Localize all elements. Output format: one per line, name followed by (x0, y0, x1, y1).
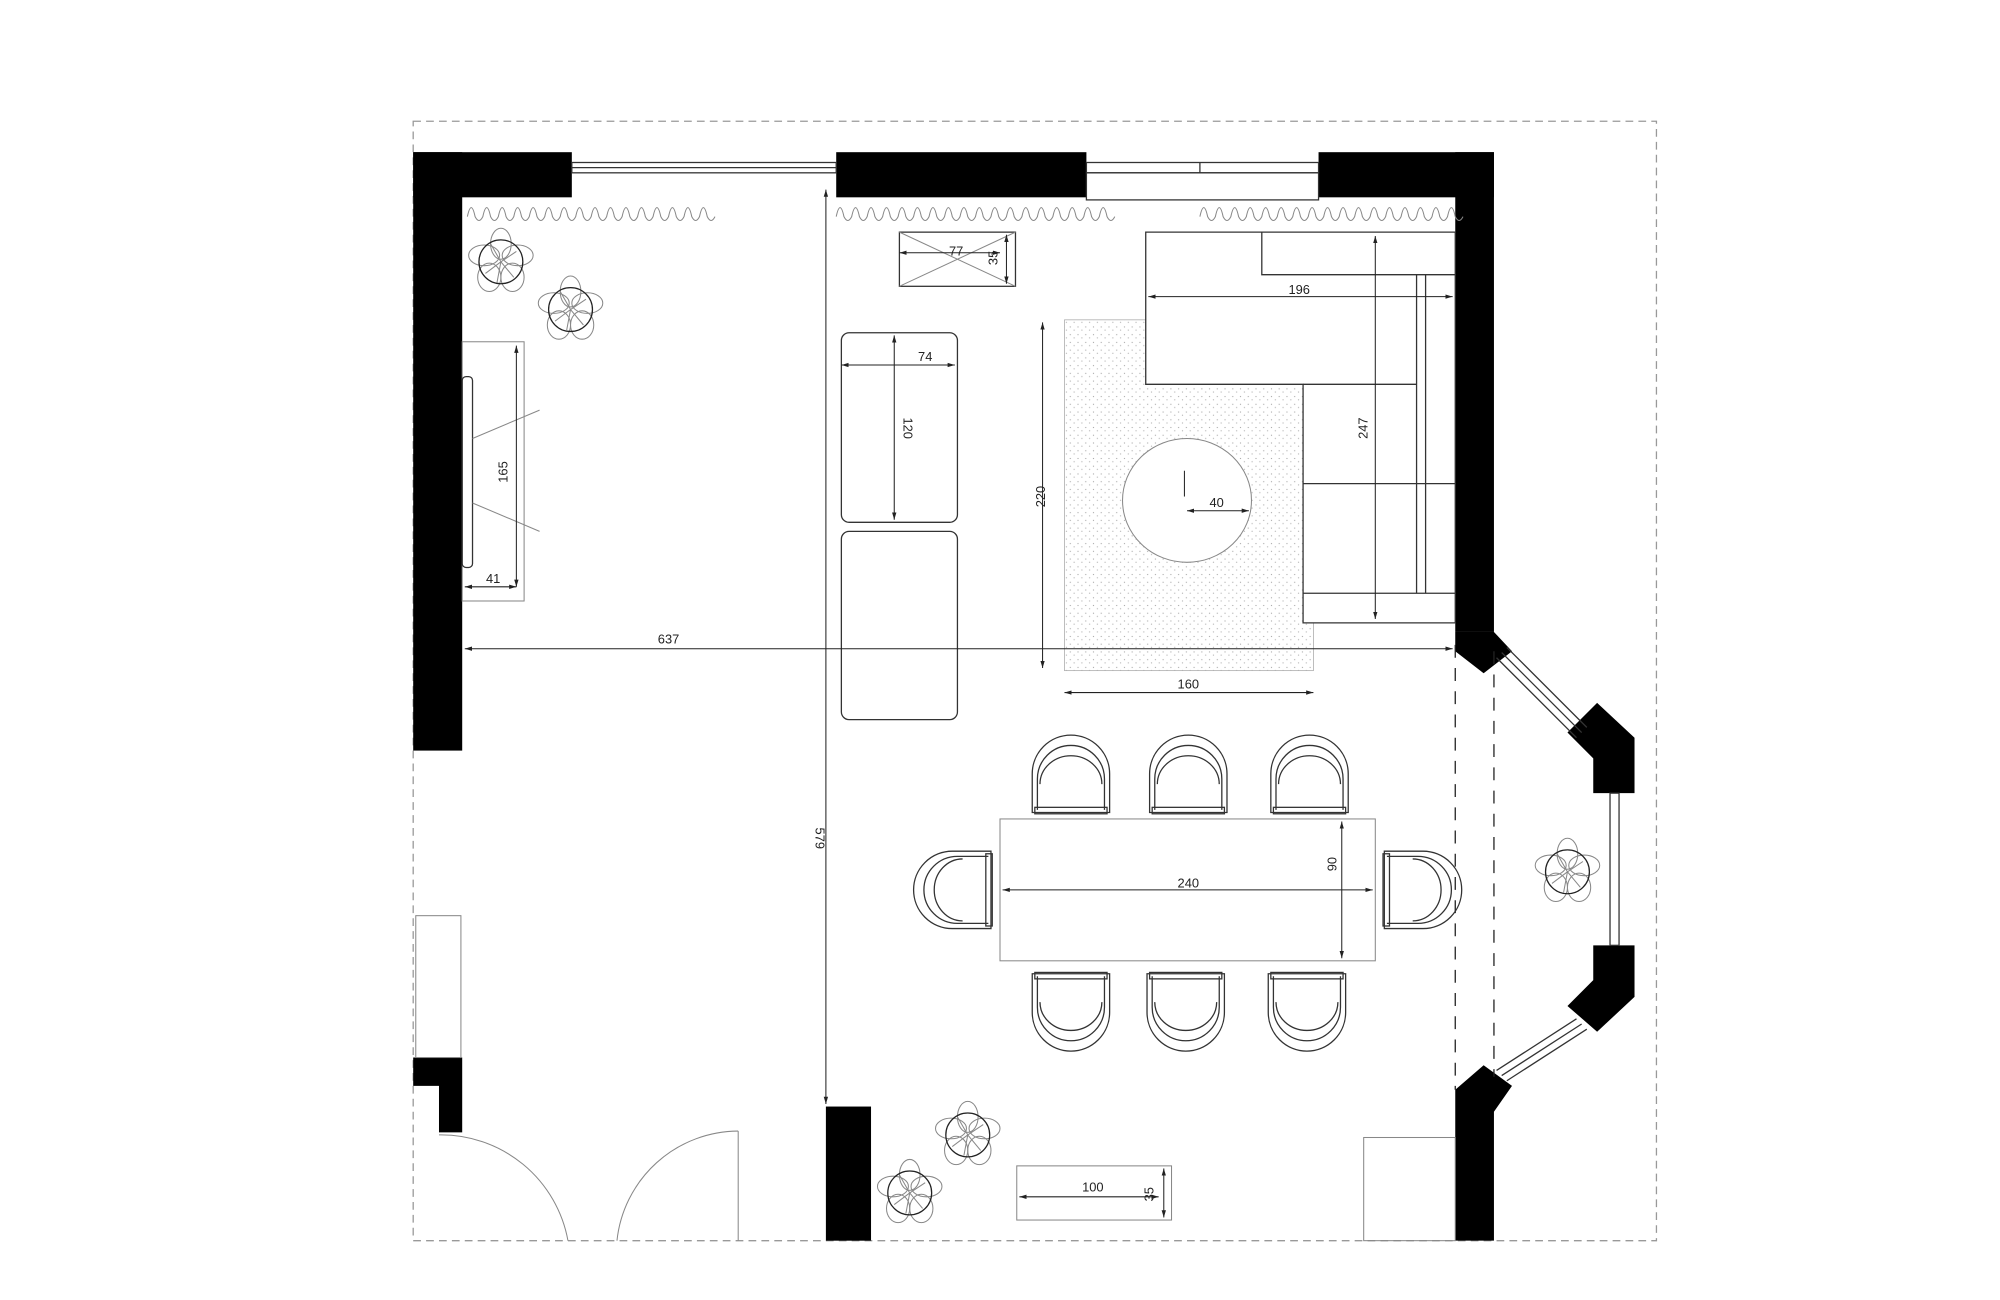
dining-chair (1031, 734, 1111, 815)
plant-icon (468, 227, 534, 293)
dining-chair (1031, 971, 1111, 1052)
tv-unit: 165 41 (461, 341, 540, 602)
side-table: 77 35 (898, 231, 1017, 287)
dining-chair (1382, 850, 1463, 930)
dining-set: 240 90 (912, 734, 1463, 1052)
console-table: 100 35 (1016, 1165, 1173, 1221)
plant-icon (1534, 837, 1601, 903)
console-length-label: 100 (1082, 1180, 1103, 1195)
side-table-depth-label: 35 (985, 251, 1000, 265)
entrance-doors[interactable] (415, 915, 1456, 1242)
side-table-width-label: 77 (949, 243, 963, 258)
plant-icon (537, 275, 604, 340)
sofa-width-label: 196 (1288, 282, 1309, 297)
dining-chair (1267, 971, 1347, 1052)
ottoman-length-label: 120 (900, 417, 915, 438)
dining-table-length-label: 240 (1178, 875, 1199, 890)
sectional-sofa: 196 247 (1145, 231, 1456, 624)
rug-length-label: 220 (1033, 486, 1048, 507)
windows (571, 161, 1620, 1090)
ottoman-width-label: 74 (918, 349, 932, 364)
room-dimensions: 637 579 (464, 189, 1453, 1104)
tv-unit-depth-label: 41 (486, 571, 500, 586)
plant-icon (876, 1158, 943, 1224)
console-depth-label: 35 (1141, 1187, 1156, 1201)
tv-unit-length-label: 165 (495, 461, 510, 482)
dining-chair (912, 850, 993, 930)
plant-icon (934, 1100, 1001, 1166)
dining-chair (1146, 971, 1226, 1052)
ottoman-bench: 74 120 (840, 332, 959, 721)
dining-chair (1148, 734, 1228, 815)
coffee-table: 40 (1122, 437, 1253, 563)
room-depth-label: 579 (813, 828, 828, 849)
coffee-table-diameter-label: 40 (1210, 495, 1224, 510)
sofa-length-label: 247 (1356, 417, 1371, 438)
curtains (466, 207, 1464, 222)
dining-table-width-label: 90 (1325, 857, 1340, 871)
dining-chair (1270, 734, 1349, 815)
rug-width-label: 160 (1178, 677, 1199, 692)
room-width-label: 637 (658, 632, 679, 647)
